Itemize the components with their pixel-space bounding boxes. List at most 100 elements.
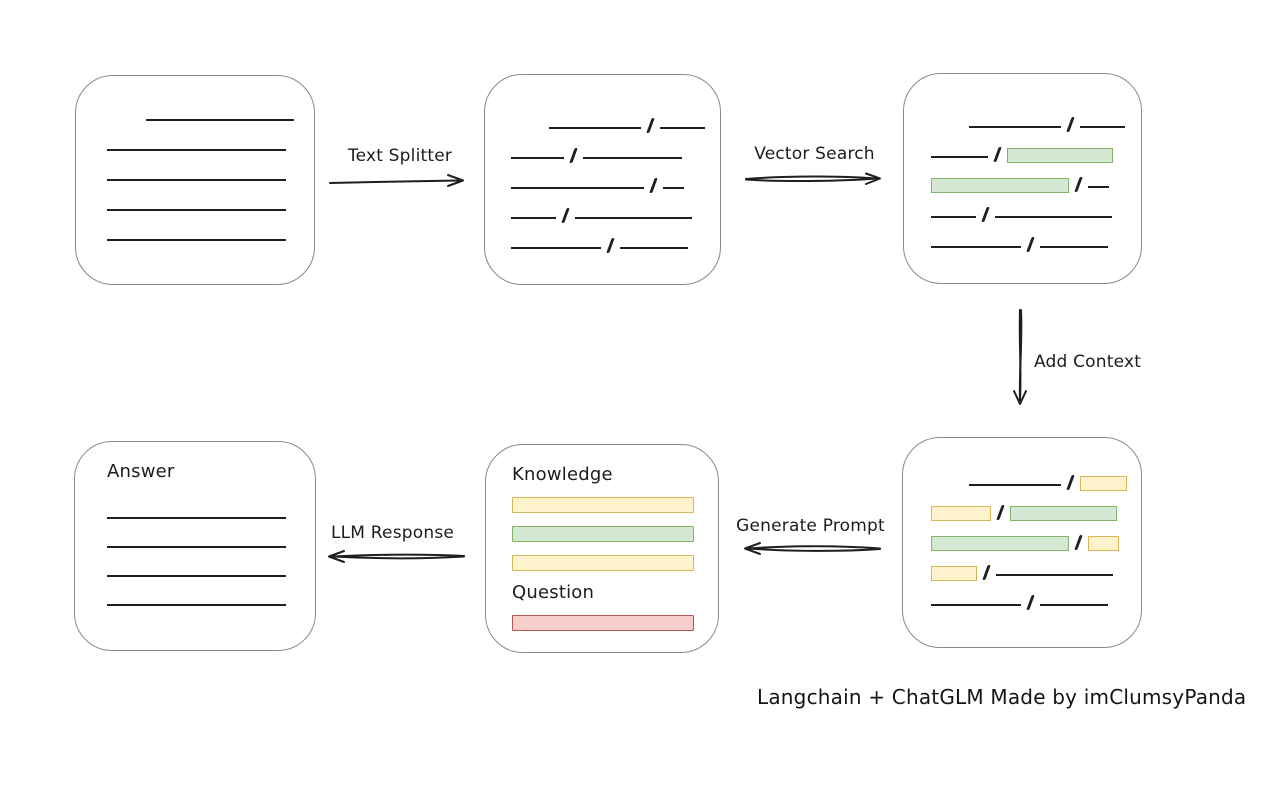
knowledge-label: Knowledge bbox=[512, 464, 613, 485]
slash-separator bbox=[996, 505, 1005, 520]
green-highlight bbox=[1010, 506, 1117, 521]
chunk-row bbox=[931, 224, 1141, 254]
chunk-row bbox=[107, 127, 314, 157]
chunk-row bbox=[107, 187, 314, 217]
text-line bbox=[107, 209, 286, 211]
credit-text: Langchain + ChatGLM Made by imClumsyPand… bbox=[757, 685, 1247, 709]
yellow-highlight bbox=[1080, 476, 1127, 491]
text-line bbox=[660, 127, 705, 129]
generate-prompt-label: Generate Prompt bbox=[736, 516, 885, 536]
chunk-row bbox=[931, 492, 1141, 522]
yellow-bar bbox=[512, 497, 694, 513]
slash-separator bbox=[561, 208, 570, 223]
slash-separator bbox=[982, 565, 991, 580]
text-line bbox=[931, 216, 976, 218]
text-line bbox=[549, 127, 641, 129]
chunk-row bbox=[931, 552, 1141, 582]
chunk-row bbox=[931, 522, 1141, 552]
vector-search-arrow bbox=[745, 172, 881, 185]
slash-separator bbox=[981, 207, 990, 222]
text-line bbox=[107, 546, 286, 548]
yellow-highlight bbox=[931, 566, 977, 581]
llm-response-label: LLM Response bbox=[330, 523, 455, 543]
slash-separator bbox=[646, 118, 655, 133]
slash-separator bbox=[1026, 237, 1035, 252]
context-box bbox=[902, 437, 1142, 648]
slash-separator bbox=[606, 238, 615, 253]
add-context-label: Add Context bbox=[1034, 352, 1142, 372]
chunk-row bbox=[511, 225, 720, 255]
text-line bbox=[107, 575, 286, 577]
slash-separator bbox=[1066, 475, 1075, 490]
knowledge-bars bbox=[512, 497, 694, 571]
text-line bbox=[511, 187, 644, 189]
text-line bbox=[969, 484, 1061, 486]
document-box bbox=[75, 75, 315, 285]
yellow-bar bbox=[512, 555, 694, 571]
prompt-box: Knowledge Question bbox=[485, 444, 719, 653]
chunk-row bbox=[511, 105, 720, 135]
chunk-row bbox=[931, 582, 1141, 612]
text-splitter-label: Text Splitter bbox=[347, 146, 453, 166]
text-line bbox=[1088, 186, 1109, 188]
chunk-row bbox=[107, 97, 314, 127]
slash-separator bbox=[993, 147, 1002, 162]
chunk-row bbox=[931, 194, 1141, 224]
red-bar bbox=[512, 615, 694, 631]
answer-label: Answer bbox=[107, 461, 175, 482]
text-line bbox=[931, 246, 1021, 248]
text-splitter-arrow bbox=[329, 174, 464, 187]
chunk-row bbox=[511, 165, 720, 195]
slash-separator bbox=[1074, 535, 1083, 550]
search-results-box bbox=[903, 73, 1142, 284]
green-bar bbox=[512, 526, 694, 542]
text-line bbox=[1040, 246, 1108, 248]
chunk-row bbox=[511, 135, 720, 165]
text-line bbox=[1040, 604, 1108, 606]
vector-search-label: Vector Search bbox=[754, 144, 875, 164]
chunk-row bbox=[931, 104, 1141, 134]
text-line bbox=[931, 156, 988, 158]
chunks-box bbox=[484, 74, 721, 285]
chunk-row bbox=[107, 157, 314, 187]
yellow-highlight bbox=[1088, 536, 1119, 551]
slash-separator bbox=[649, 178, 658, 193]
chunk-row bbox=[107, 217, 314, 247]
text-line bbox=[663, 187, 684, 189]
text-line bbox=[931, 604, 1021, 606]
generate-prompt-arrow bbox=[744, 542, 881, 555]
text-line bbox=[107, 239, 286, 241]
chunk-row bbox=[931, 134, 1141, 164]
text-line bbox=[107, 149, 286, 151]
answer-box: Answer bbox=[74, 441, 316, 651]
text-line bbox=[620, 247, 688, 249]
slash-separator bbox=[1066, 117, 1075, 132]
question-bars bbox=[512, 615, 694, 631]
green-highlight bbox=[1007, 148, 1113, 163]
text-line bbox=[511, 247, 601, 249]
question-label: Question bbox=[512, 582, 595, 603]
text-line bbox=[107, 179, 286, 181]
answer-lines bbox=[107, 517, 286, 606]
llm-response-arrow bbox=[328, 550, 465, 563]
text-line bbox=[583, 157, 682, 159]
slash-separator bbox=[1026, 595, 1035, 610]
green-highlight bbox=[931, 536, 1069, 551]
chunk-row bbox=[931, 164, 1141, 194]
slash-separator bbox=[1074, 177, 1083, 192]
text-line bbox=[1080, 126, 1125, 128]
chunk-row bbox=[931, 462, 1141, 492]
green-highlight bbox=[931, 178, 1069, 193]
text-line bbox=[511, 217, 556, 219]
slash-separator bbox=[569, 148, 578, 163]
chunk-row bbox=[511, 195, 720, 225]
text-line bbox=[511, 157, 564, 159]
yellow-highlight bbox=[931, 506, 991, 521]
text-line bbox=[996, 574, 1113, 576]
text-line bbox=[575, 217, 692, 219]
text-line bbox=[969, 126, 1061, 128]
text-line bbox=[107, 517, 286, 519]
text-line bbox=[146, 119, 294, 121]
text-line bbox=[107, 604, 286, 606]
